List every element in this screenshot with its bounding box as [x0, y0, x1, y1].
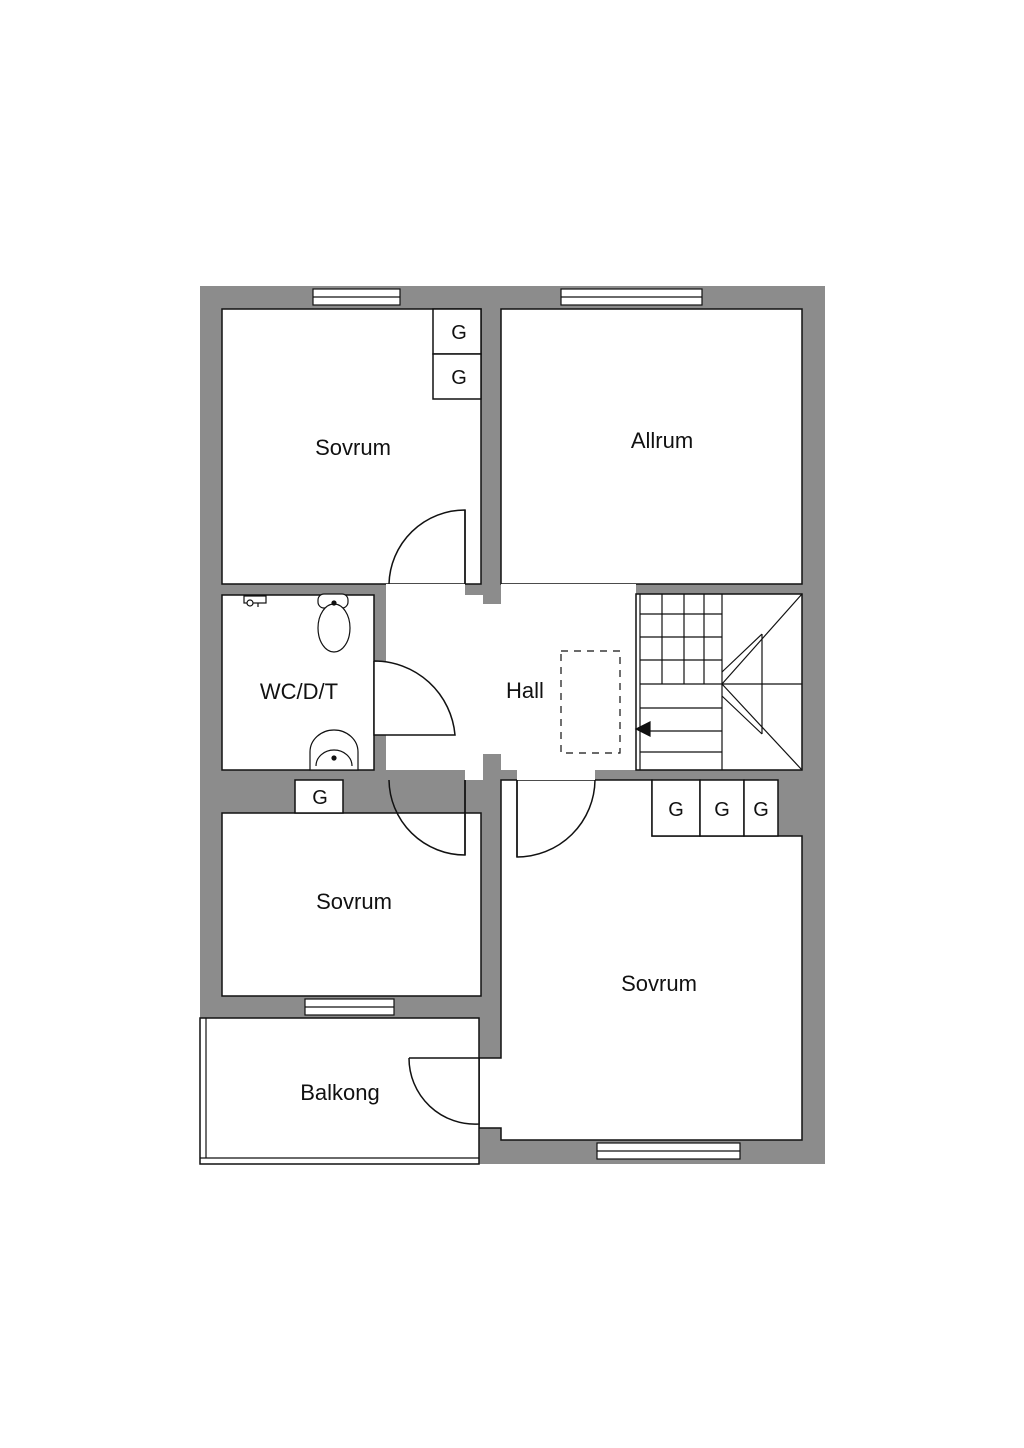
- room-label-allrum: Allrum: [631, 428, 693, 453]
- room-label-sovrum-mid: Sovrum: [316, 889, 392, 914]
- storage-label: G: [753, 799, 769, 821]
- stair-arrow-icon: [634, 721, 651, 737]
- storage-box: [432, 308, 482, 355]
- attic-hatch: [560, 650, 621, 754]
- door-swing-icon: [388, 779, 466, 856]
- storage-label: G: [451, 367, 467, 389]
- storage: [294, 308, 779, 837]
- room-label-sovrum-top: Sovrum: [315, 435, 391, 460]
- storage-label: G: [312, 787, 328, 809]
- storage-box: [294, 779, 344, 814]
- walls: [199, 286, 825, 1165]
- storage-box: [699, 779, 745, 837]
- staircase-icon: [634, 593, 803, 771]
- storage-label: G: [668, 799, 684, 821]
- door-swing-icon: [408, 1057, 480, 1125]
- windows: [304, 288, 741, 1160]
- window-icon: [560, 288, 703, 306]
- storage-box: [651, 779, 701, 837]
- room-label-sovrum-right: Sovrum: [621, 971, 697, 996]
- door-swing-icon: [516, 779, 596, 858]
- room-label-balkong: Balkong: [300, 1080, 380, 1105]
- faucet-icon: [243, 595, 267, 607]
- room-label-wc: WC/D/T: [260, 679, 338, 704]
- door-swing-icon: [373, 660, 456, 736]
- window-icon: [596, 1142, 741, 1160]
- doors: [373, 509, 596, 1125]
- room-label-hall: Hall: [506, 678, 544, 703]
- window-icon: [304, 998, 395, 1016]
- room-allrum: [500, 308, 803, 585]
- storage-box: [432, 353, 482, 400]
- storage-label: G: [451, 322, 467, 344]
- storage-label: G: [714, 799, 730, 821]
- sink-icon: [309, 729, 359, 771]
- door-swing-icon: [388, 509, 466, 585]
- room-sovrum-mid: [221, 812, 482, 997]
- storage-box: [743, 779, 779, 837]
- window-icon: [312, 288, 401, 306]
- toilet-icon: [317, 593, 351, 653]
